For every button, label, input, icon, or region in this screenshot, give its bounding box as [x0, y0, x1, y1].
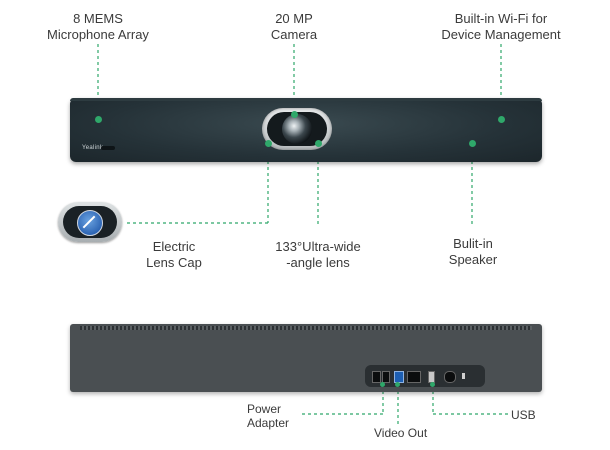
label-usb: USB [511, 408, 536, 422]
label-speaker: Bulit-in Speaker [448, 236, 498, 267]
usb-dot [430, 382, 435, 387]
label-mic-array: 8 MEMS Microphone Array [47, 11, 149, 42]
camera-lens [282, 114, 312, 144]
camera-dot [291, 111, 298, 118]
video-out-dot [395, 382, 400, 387]
mic-dot [95, 116, 102, 123]
vent-grille [80, 326, 532, 330]
power-dot [380, 382, 385, 387]
security-slot [462, 373, 465, 379]
label-lens: 133°Ultra-wide -angle lens [275, 239, 361, 270]
label-camera: 20 MP Camera [270, 11, 318, 42]
power-port [372, 371, 381, 383]
label-wifi: Built-in Wi-Fi for Device Management [441, 11, 561, 42]
lens-dot [315, 140, 322, 147]
ethernet-port [407, 371, 421, 383]
label-video-out: Video Out [374, 426, 428, 440]
brand-logo: Yealink [82, 145, 104, 151]
hdmi-port [394, 371, 404, 383]
indicator-strip [101, 146, 115, 150]
reset-port [382, 371, 390, 383]
lens-cap-disc [77, 210, 103, 236]
audio-port [444, 371, 456, 383]
label-power-adapter: Power Adapter [247, 402, 290, 430]
label-lens-cap: Electric Lens Cap [146, 239, 202, 270]
speaker-dot [469, 140, 476, 147]
wifi-dot [498, 116, 505, 123]
lens-cap-dot [265, 140, 272, 147]
